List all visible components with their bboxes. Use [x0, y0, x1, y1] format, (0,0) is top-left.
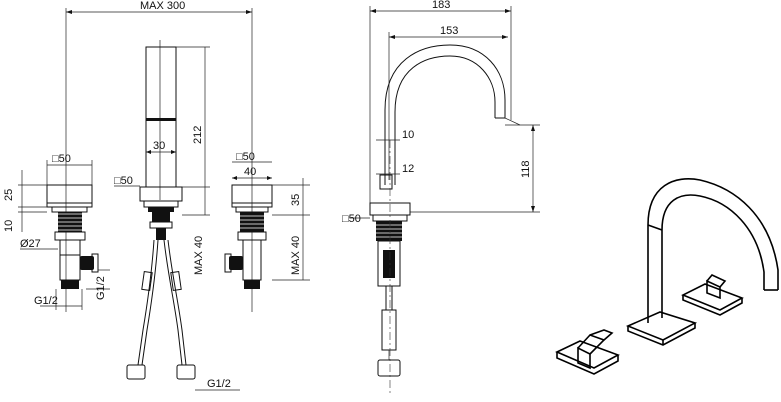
- right-square-label: □50: [236, 151, 255, 163]
- side-dim-12-label: 12: [402, 163, 414, 175]
- left-height-bottom-label: 10: [3, 220, 15, 232]
- center-height-label: 212: [192, 126, 204, 144]
- left-thread-vertical-label: G1/2: [95, 276, 107, 300]
- left-height-top-label: 25: [3, 189, 15, 201]
- center-max-depth-label: MAX 40: [193, 236, 205, 275]
- side-view: 183 153 10 12 118 □50: [342, 0, 540, 395]
- side-base-square-label: □50: [342, 213, 361, 225]
- center-spout-assembly: 212 30 □50 MAX 40 G1/2: [114, 40, 240, 391]
- side-reach-label: 183: [432, 0, 450, 11]
- center-width-label: 30: [153, 140, 165, 152]
- dim-max-300-label: MAX 300: [140, 0, 185, 12]
- dim-max-300: MAX 300: [65, 0, 253, 312]
- hose-thread-label: G1/2: [207, 378, 231, 390]
- left-thread-label: G1/2: [34, 295, 58, 307]
- right-height-label: 35: [290, 194, 302, 206]
- right-width-label: 40: [244, 166, 256, 178]
- right-max-depth-label: MAX 40: [290, 236, 302, 275]
- side-spout-reach-label: 153: [440, 25, 458, 37]
- side-dim-10-label: 10: [402, 129, 414, 141]
- center-square-label: □50: [114, 175, 133, 187]
- left-handle-assembly: □50 25 10 Ø27: [3, 153, 110, 310]
- side-spout-height-label: 118: [520, 160, 532, 178]
- right-handle-assembly: □50 40 35 MAX 40: [224, 151, 310, 289]
- isometric-view: [555, 178, 779, 375]
- left-square-label: □50: [52, 153, 71, 165]
- left-diameter-label: Ø27: [20, 238, 41, 250]
